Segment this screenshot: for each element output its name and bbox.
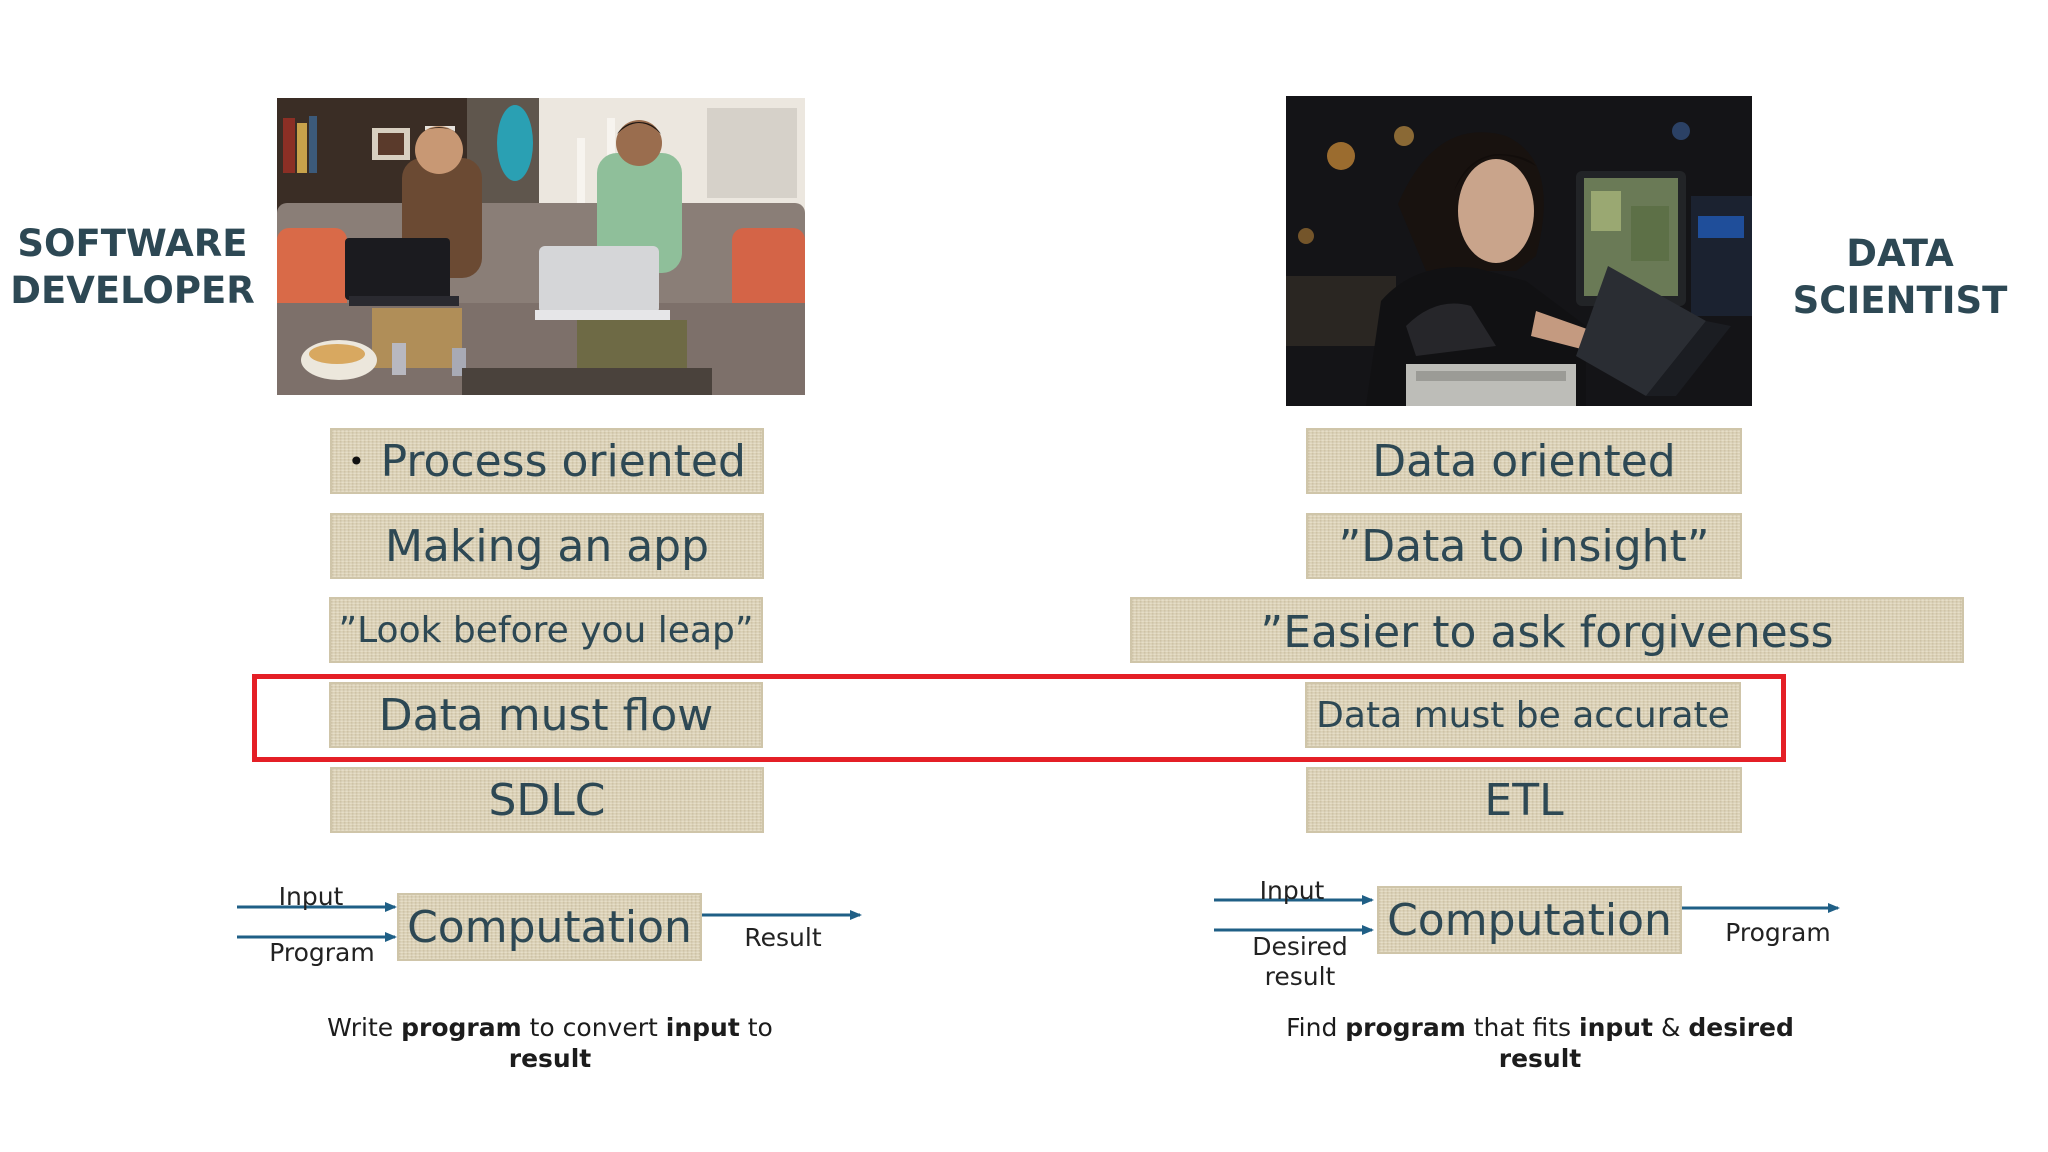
left-box-data-must-flow: Data must flow xyxy=(329,682,763,748)
right-caption: Find program that fits input & desired r… xyxy=(1270,1012,1810,1074)
software-developer-title: SOFTWARE DEVELOPER xyxy=(10,220,255,314)
caption-text: Find xyxy=(1286,1013,1346,1042)
right-box-data-oriented: Data oriented xyxy=(1306,428,1742,494)
caption-bold-text: input xyxy=(665,1013,740,1042)
software-developer-title-line1: SOFTWARE xyxy=(17,222,248,265)
highlight-frame xyxy=(252,674,1786,762)
right-caption-line1: Find program that fits input & desired xyxy=(1270,1012,1810,1043)
right-box-data-to-insight: ”Data to insight” xyxy=(1306,513,1742,579)
left-box-text: Process oriented xyxy=(380,435,746,487)
right-box-data-must-be-accurate: Data must be accurate xyxy=(1305,682,1741,748)
right-input-label: Input xyxy=(1259,876,1325,905)
data-scientist-title-line1: DATA xyxy=(1846,232,1954,275)
right-box-etl: ETL xyxy=(1306,767,1742,833)
right-computation-box: Computation xyxy=(1377,886,1682,954)
left-computation-label: Computation xyxy=(407,901,692,953)
left-caption-line1: Write program to convert input to xyxy=(290,1012,810,1043)
software-developer-title-line2: DEVELOPER xyxy=(10,269,255,312)
caption-bold-text: program xyxy=(1345,1013,1466,1042)
right-program-output-label: Program xyxy=(1725,918,1831,947)
software-developer-photo xyxy=(277,98,805,395)
left-box-text: SDLC xyxy=(488,774,606,826)
caption-bold-text: input xyxy=(1579,1013,1654,1042)
right-desired-line2: result xyxy=(1264,962,1336,991)
caption-text: Write xyxy=(327,1013,402,1042)
right-desired-result-label: Desired result xyxy=(1240,932,1360,992)
right-box-text: Data oriented xyxy=(1372,435,1676,487)
data-scientist-title-line2: SCIENTIST xyxy=(1792,279,2008,322)
caption-text: to convert xyxy=(521,1013,666,1042)
left-result-label: Result xyxy=(744,923,822,952)
left-box-making-an-app: Making an app xyxy=(330,513,764,579)
caption-bold-text: result xyxy=(1498,1044,1582,1073)
left-input-label: Input xyxy=(278,882,344,911)
left-box-text: ”Look before you leap” xyxy=(338,609,754,651)
caption-bold-text: program xyxy=(401,1013,522,1042)
left-box-text: Making an app xyxy=(384,520,710,572)
left-box-look-before-you-leap: ”Look before you leap” xyxy=(329,597,763,663)
right-box-text: ”Easier to ask forgiveness than permissi… xyxy=(1260,607,1834,661)
left-caption: Write program to convert input to result xyxy=(290,1012,810,1074)
bullet-point: • xyxy=(348,444,365,478)
left-box-sdlc: SDLC xyxy=(330,767,764,833)
right-box-text: Data must be accurate xyxy=(1316,694,1730,736)
caption-bold-text: desired xyxy=(1688,1013,1794,1042)
caption-text: to xyxy=(739,1013,773,1042)
data-scientist-photo xyxy=(1286,96,1752,406)
caption-text: that fits xyxy=(1465,1013,1579,1042)
couch-scene-image xyxy=(277,98,805,395)
left-box-text: Data must flow xyxy=(378,689,714,741)
caption-bold-text: result xyxy=(508,1044,592,1073)
left-computation-box: Computation xyxy=(397,893,702,961)
data-scientist-title: DATA SCIENTIST xyxy=(1780,230,2020,324)
caption-text: & xyxy=(1653,1013,1689,1042)
right-box-easier-to-ask-forgiveness: ”Easier to ask forgiveness than permissi… xyxy=(1130,597,1964,663)
right-desired-line1: Desired xyxy=(1252,932,1348,961)
right-box-text: ”Data to insight” xyxy=(1338,520,1710,572)
left-program-label: Program xyxy=(269,938,375,967)
right-computation-label: Computation xyxy=(1387,894,1672,946)
right-caption-line2: result xyxy=(1270,1043,1810,1074)
office-computer-scene-image xyxy=(1286,96,1752,406)
left-caption-line2: result xyxy=(290,1043,810,1074)
right-box-text: ETL xyxy=(1484,774,1564,826)
left-box-process-oriented: • Process oriented xyxy=(330,428,764,494)
